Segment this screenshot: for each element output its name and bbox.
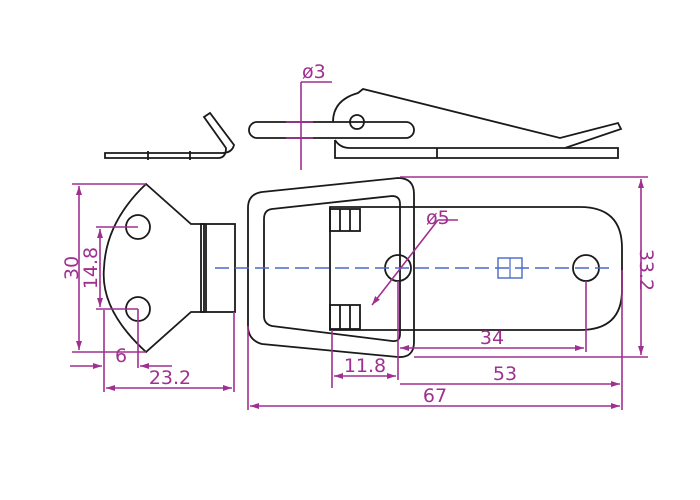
dim-base-height: 30 (61, 183, 146, 353)
dim-hole-small: ø3 (286, 61, 332, 170)
dim-hole-offset: 6 (70, 309, 172, 392)
dim-label-latch-length: 53 (493, 363, 517, 385)
dim-label-hole-small: ø3 (302, 61, 326, 83)
dim-hole-spacing: 14.8 (80, 226, 138, 310)
dim-hole-large: ø5 (371, 207, 458, 306)
dim-label-hinge-to-hole: 11.8 (344, 355, 386, 377)
dim-label-hole-large: ø5 (426, 207, 450, 229)
dim-label-overall-length: 67 (423, 385, 447, 407)
hook-side-view (104, 111, 235, 160)
dim-label-base-height: 30 (61, 256, 83, 280)
latch-side-view (248, 88, 623, 159)
dim-overall-height: 33.2 (400, 176, 657, 358)
dim-label-hole-spacing: 14.8 (80, 247, 102, 289)
dim-label-hole-center-distance: 34 (480, 327, 504, 349)
dim-label-overall-height: 33.2 (635, 249, 657, 291)
dim-label-base-width: 23.2 (149, 367, 191, 389)
dim-base-width: 23.2 (106, 312, 235, 392)
dim-hinge-to-hole: 11.8 (331, 330, 396, 388)
dim-label-hole-offset: 6 (115, 345, 127, 367)
dim-hole-center-distance: 34 (397, 281, 587, 380)
dim-latch-length: 53 (400, 270, 623, 410)
dim-overall-length: 67 (247, 326, 620, 410)
